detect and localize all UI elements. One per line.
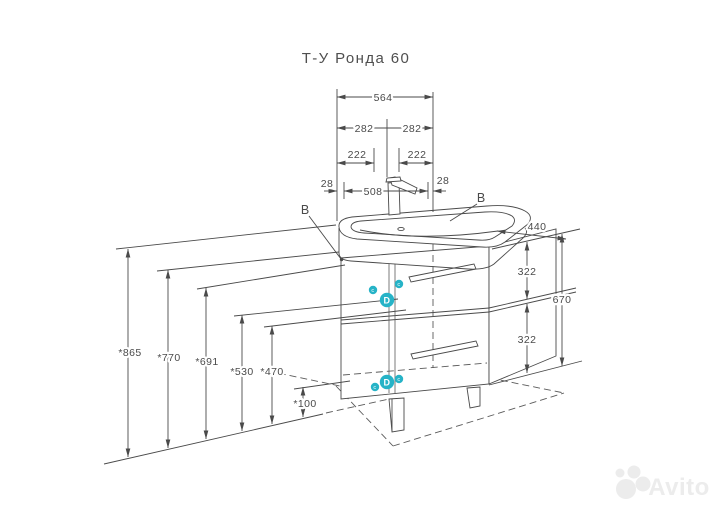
hotspot-big-icon: [379, 292, 395, 308]
view-labels: В В: [301, 191, 485, 262]
dim-670: 670: [553, 294, 572, 306]
drain-hole: [397, 226, 405, 232]
dim-322-lower: 322: [518, 334, 537, 346]
right-dimensions: 440 322 322 670: [488, 219, 583, 386]
svg-text:c: c: [397, 377, 400, 383]
basin-rim-inner: [350, 211, 515, 241]
hotspot-small-icon: [394, 279, 404, 289]
hotspot-small-icon: [394, 374, 404, 384]
cabinet: [340, 222, 557, 433]
hidden-bottom-panel: [342, 362, 488, 376]
hotspot-small-icon: [368, 285, 378, 295]
hotspot-small-icon: [370, 382, 380, 392]
dim-865: *865: [118, 347, 141, 359]
dim-282-left: 282: [355, 123, 374, 135]
hotspot-big-icon: [379, 374, 395, 390]
dim-440: 440: [528, 221, 547, 233]
avito-watermark-text: Avito: [648, 474, 710, 501]
hotspot-cluster-lower: c c D: [370, 374, 404, 392]
basin-rim-outer: [338, 205, 531, 248]
dim-508: 508: [364, 186, 383, 198]
dim-100: *100: [293, 398, 316, 410]
left-dimensions: *865 *770 *691 *530 *470 *100: [115, 224, 407, 458]
svg-text:D: D: [384, 296, 391, 306]
hotspot-markers: c c D c c D: [368, 279, 404, 392]
svg-text:c: c: [373, 385, 376, 391]
avito-logo-icon: [615, 465, 651, 499]
view-label-left: В: [301, 203, 309, 217]
dim-530: *530: [230, 366, 253, 378]
hotspot-cluster-upper: c c D: [368, 279, 404, 308]
leg-front-right: [466, 386, 481, 409]
faucet-cap: [385, 176, 402, 183]
view-label-right: В: [477, 191, 485, 205]
dim-222-right: 222: [408, 149, 427, 161]
avito-watermark: Avito: [615, 465, 710, 501]
dim-322-upper: 322: [518, 266, 537, 278]
dim-282-right: 282: [403, 123, 422, 135]
svg-text:D: D: [384, 378, 391, 388]
top-dimensions: 564 282 282 222 222 28 508 28: [319, 89, 451, 221]
dim-222-left: 222: [348, 149, 367, 161]
dim-564: 564: [374, 92, 393, 104]
floor-projection: [103, 370, 565, 465]
dim-770: *770: [157, 352, 180, 364]
dim-28-left: 28: [321, 178, 333, 190]
faucet: [385, 176, 418, 216]
drawer-divider: [340, 307, 490, 321]
svg-text:c: c: [371, 288, 374, 294]
basin-bowl-edge: [359, 229, 499, 237]
dim-470: *470: [260, 366, 283, 378]
dim-691: *691: [195, 356, 218, 368]
leader-dot: [339, 257, 344, 262]
svg-text:c: c: [397, 282, 400, 288]
cabinet-side-panel: [488, 228, 557, 385]
drawer-handle-lower: [410, 340, 479, 360]
leg-front-left: [388, 397, 405, 433]
page-title: Т-У Ронда 60: [302, 50, 411, 67]
dim-28-right: 28: [437, 175, 449, 187]
